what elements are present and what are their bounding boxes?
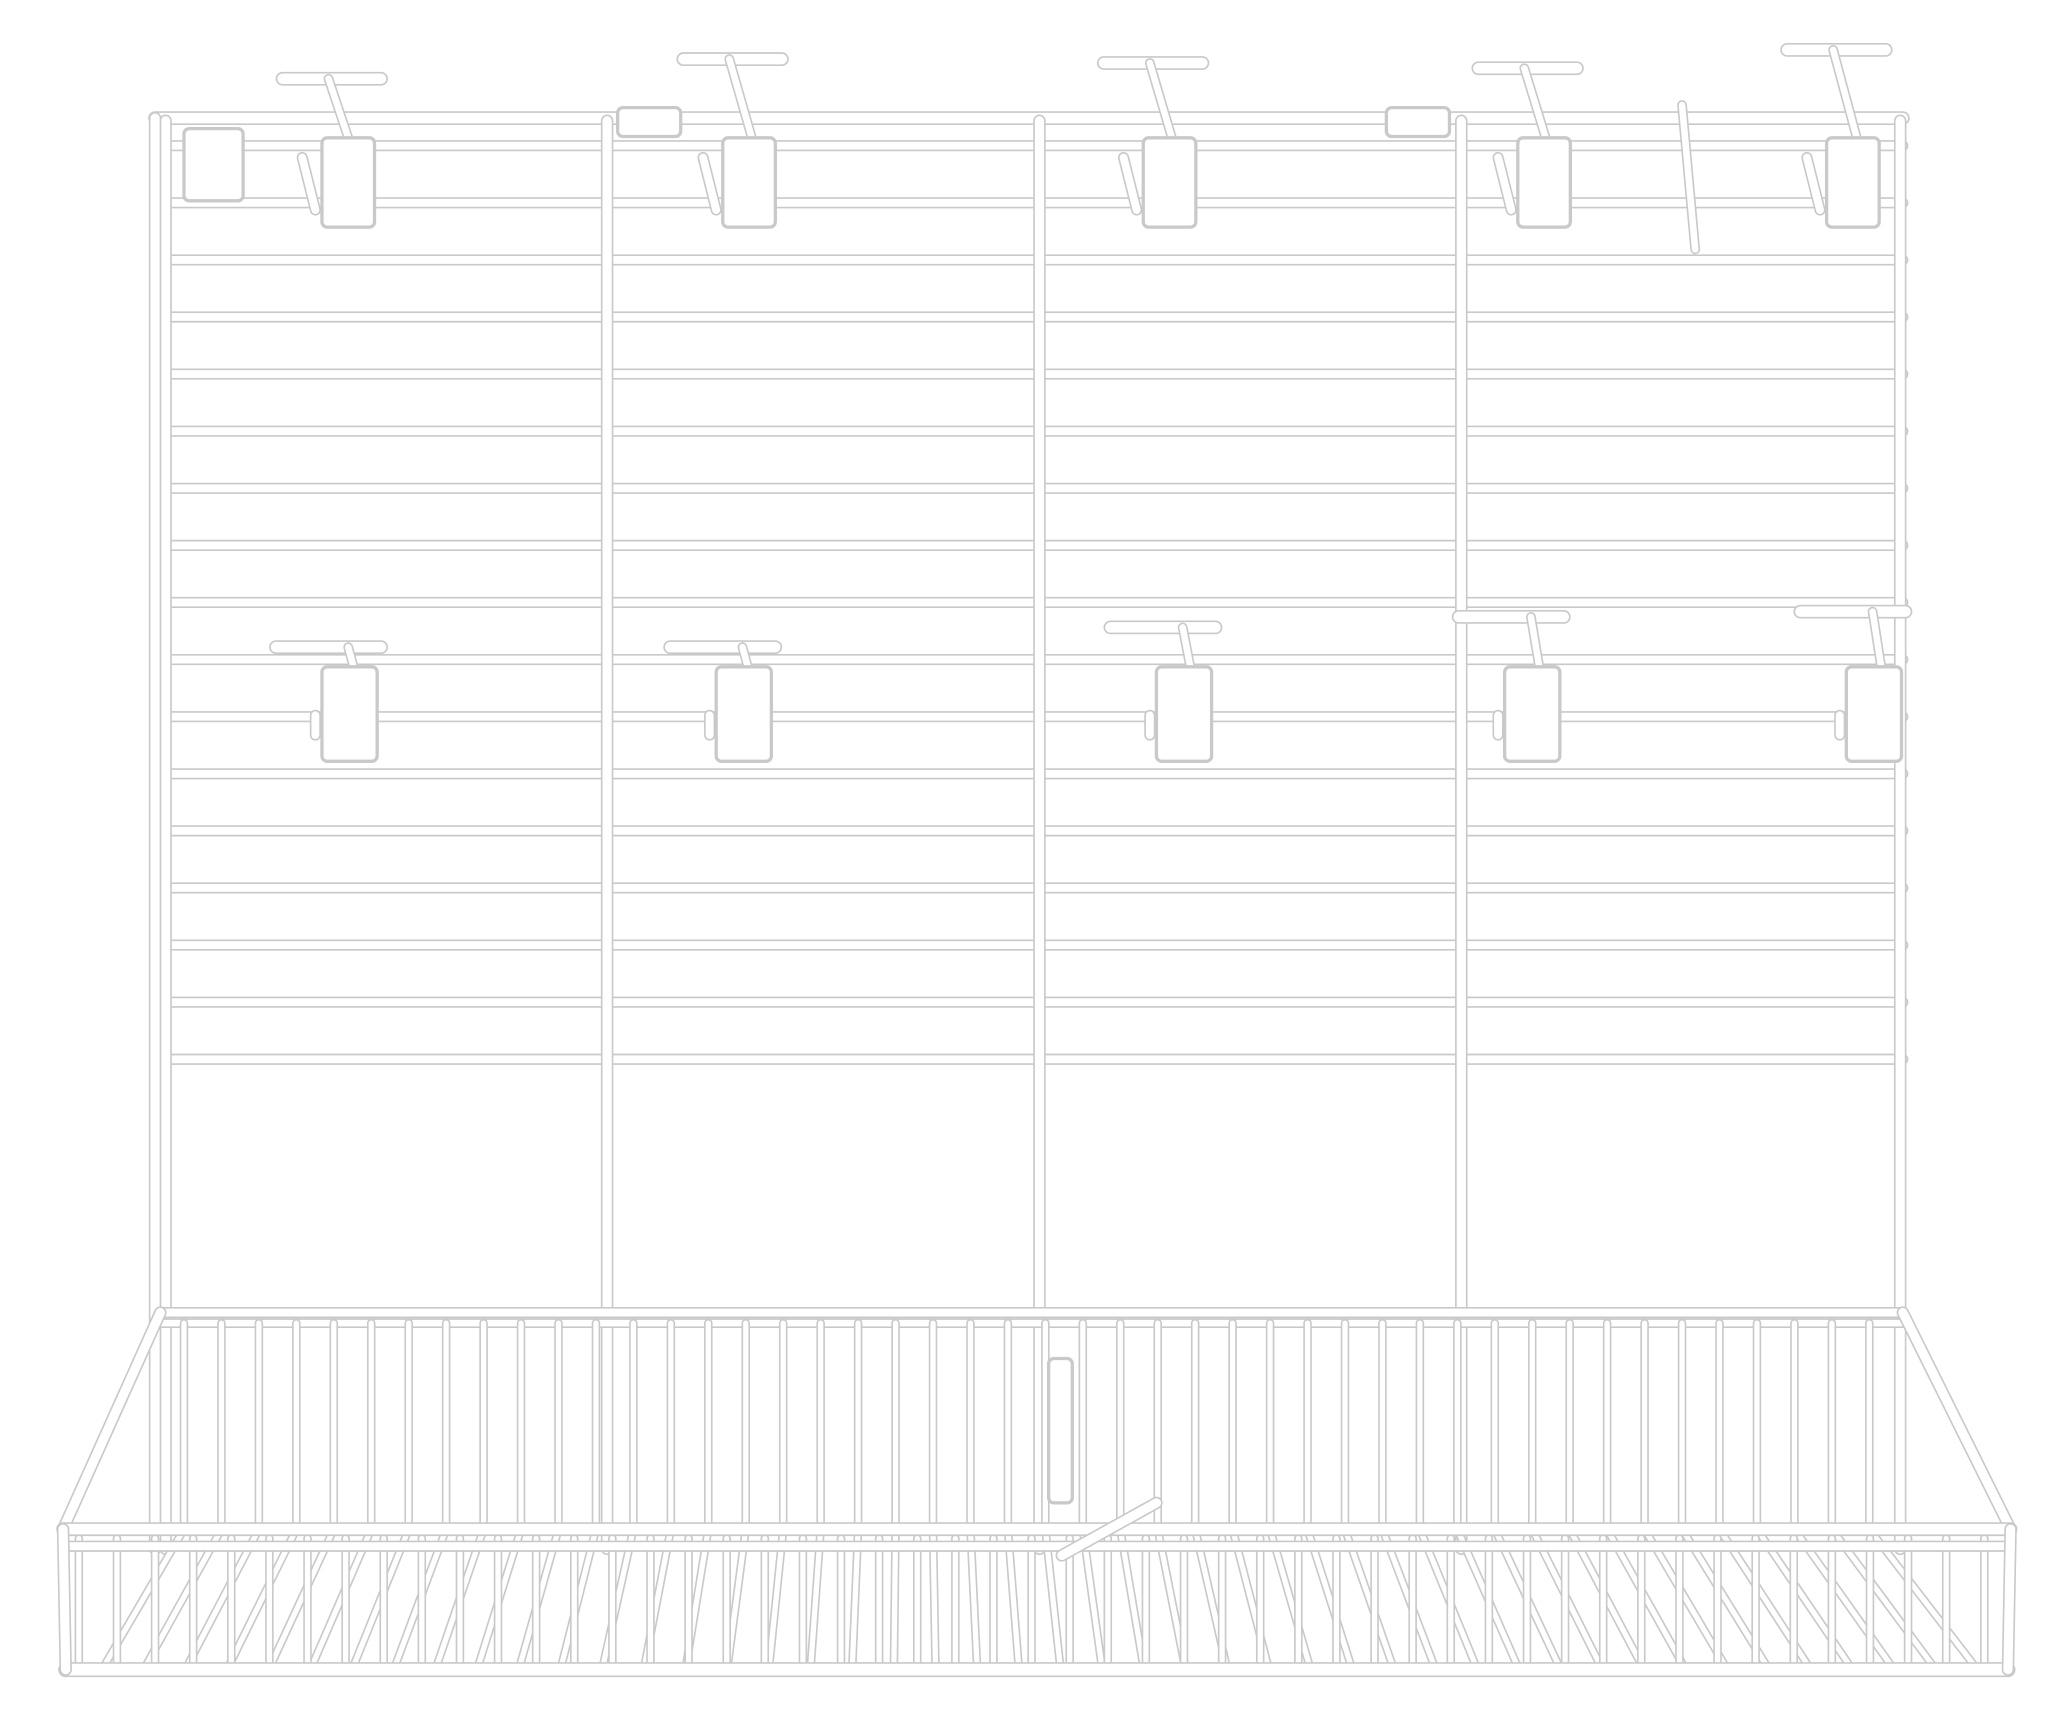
rail-bracket bbox=[1384, 105, 1452, 139]
basket-corner-wire bbox=[58, 1524, 71, 1675]
hook-clip bbox=[320, 665, 379, 763]
hook-clip bbox=[1154, 665, 1214, 763]
hook-prong bbox=[1119, 153, 1141, 214]
basket-side-wire bbox=[58, 1308, 165, 1534]
basket-clip bbox=[1047, 1356, 1074, 1505]
hook-clip bbox=[320, 136, 377, 229]
hook-clip bbox=[1516, 136, 1572, 229]
hook-clip bbox=[721, 136, 777, 229]
hook-clip bbox=[1141, 136, 1198, 229]
hook-clip bbox=[714, 665, 774, 763]
hooks bbox=[182, 42, 1913, 763]
hook-prong bbox=[699, 153, 721, 214]
mounting-bracket bbox=[182, 126, 245, 203]
hook-clip bbox=[1844, 665, 1904, 763]
hook-clip bbox=[1503, 665, 1562, 763]
rail-bracket bbox=[615, 105, 683, 139]
wire-basket bbox=[56, 1306, 2018, 1678]
hook-clip bbox=[1824, 136, 1881, 229]
hook-prong bbox=[298, 153, 320, 214]
hook-prong bbox=[1494, 153, 1516, 214]
hook-prong bbox=[1802, 153, 1824, 214]
basket-corner-wire bbox=[2003, 1524, 2016, 1675]
basket-side-wire bbox=[1898, 1308, 2016, 1534]
s-hook bbox=[1678, 101, 1699, 253]
basket-clip-arm bbox=[1057, 1498, 1162, 1561]
